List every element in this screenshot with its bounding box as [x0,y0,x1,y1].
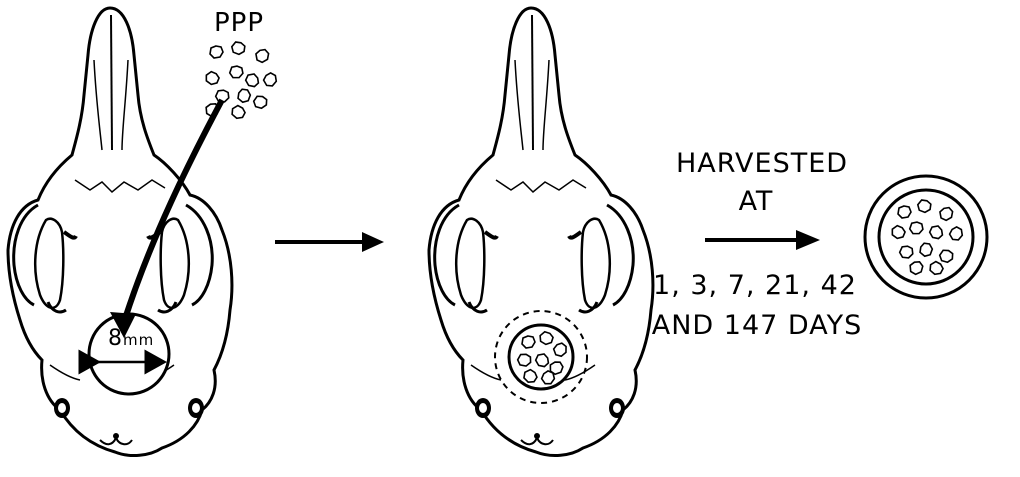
process-arrow-head [362,232,384,252]
at-label: AT [676,188,836,215]
harvested-label: HARVESTED [676,150,836,177]
days-line-2: AND 147 DAYS [634,312,880,339]
defect-size-label: 8mm [108,328,154,350]
ppp-label: PPP [214,10,264,36]
defect-size-unit: mm [123,331,154,349]
days-line-1: 1, 3, 7, 21, 42 [640,272,870,299]
harvested-specimen [865,176,987,298]
harvest-arrow-head [796,230,820,250]
defect-size-value: 8 [108,326,123,351]
